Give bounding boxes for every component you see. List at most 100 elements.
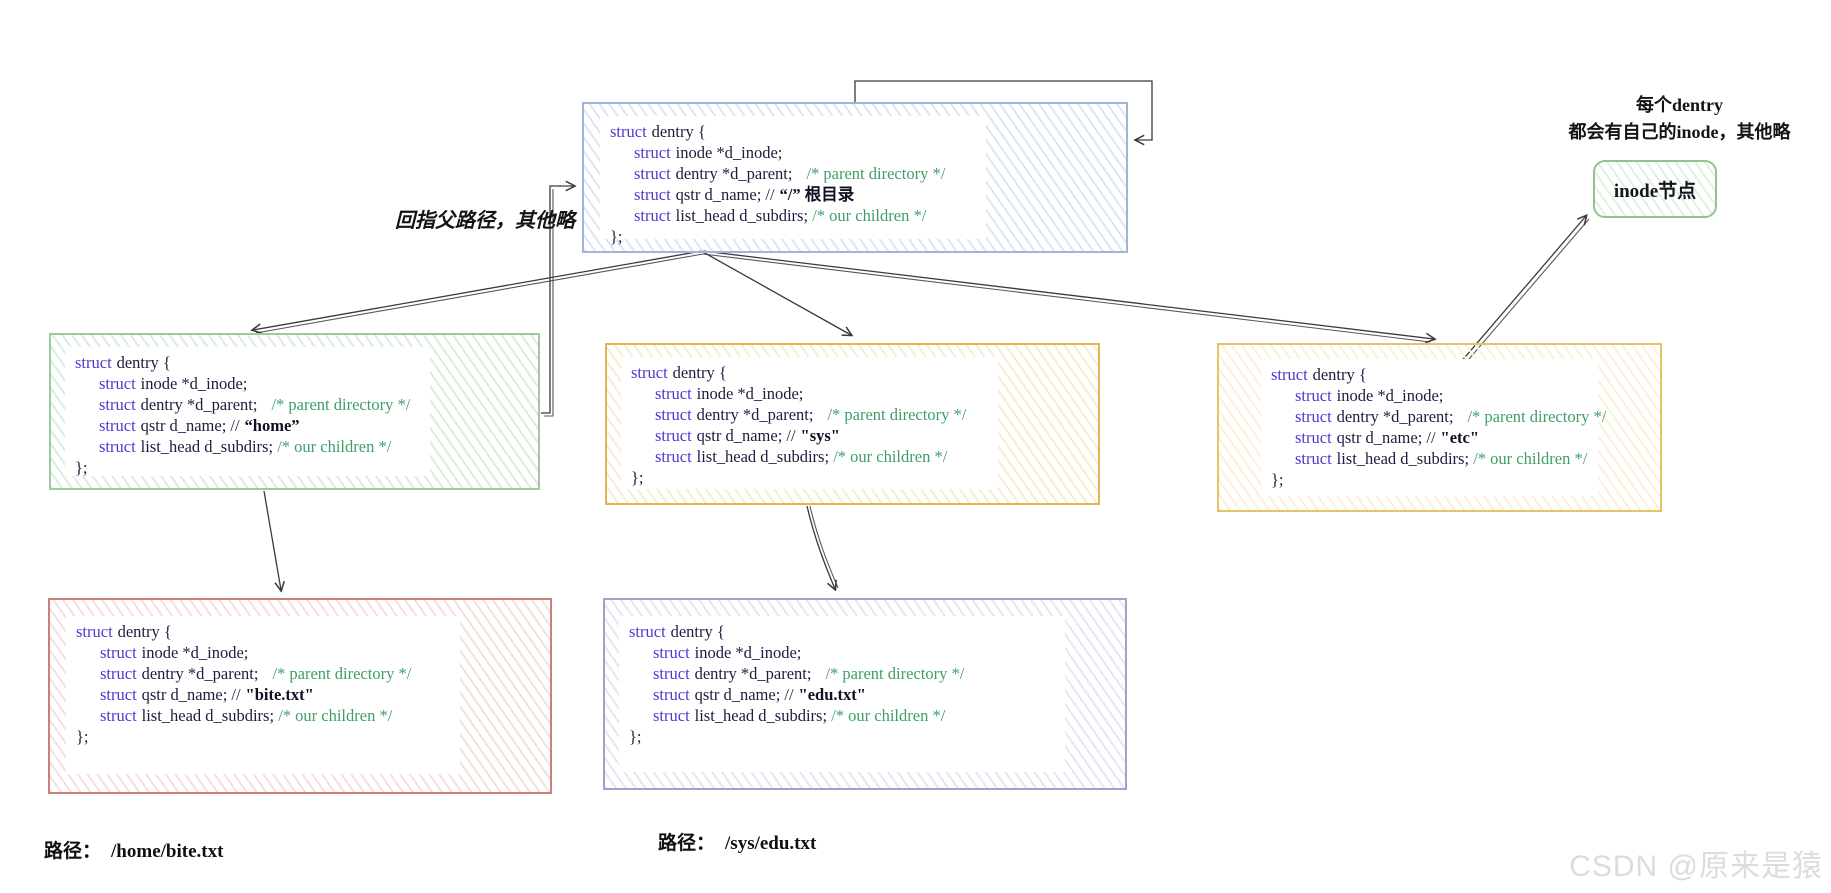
keyword: struct <box>1271 365 1308 384</box>
code-comment: /* parent directory */ <box>825 664 965 683</box>
inode-note-line1: 每个dentry <box>1528 92 1831 119</box>
keyword: struct <box>653 643 690 662</box>
code-text: dentry *d_parent; <box>140 395 258 414</box>
code-text: }; <box>610 227 623 246</box>
keyword: struct <box>610 122 647 141</box>
code-text: qstr d_name; // <box>696 426 796 445</box>
code-text: list_head d_subdirs; <box>140 437 274 456</box>
code-text: qstr d_name; // <box>694 685 794 704</box>
inode-note-en: dentry <box>1672 95 1723 115</box>
inode-note-cn: 每个 <box>1636 95 1672 116</box>
path-label-prefix: 路径： <box>658 832 716 854</box>
arrow-root-to-home <box>253 250 703 330</box>
code-comment: /* parent directory */ <box>272 664 412 683</box>
arrow-root-to-etc-sketch <box>702 253 1431 343</box>
code-text: qstr d_name; // <box>141 685 241 704</box>
keyword: struct <box>655 426 692 445</box>
code-text: dentry *d_parent; <box>696 405 814 424</box>
dentry-name: “home” <box>244 416 300 435</box>
keyword: struct <box>634 143 671 162</box>
keyword: struct <box>653 706 690 725</box>
inode-node-label-en: inode <box>1613 180 1659 202</box>
code-line: }; <box>610 226 976 247</box>
keyword: struct <box>1295 428 1332 447</box>
inode-note-cn: ，其他略 <box>1718 122 1791 143</box>
code-text: qstr d_name; // <box>140 416 240 435</box>
path-label-edu: 路径：/sys/edu.txt <box>658 828 816 855</box>
code-text: dentry *d_parent; <box>675 164 793 183</box>
inode-node-box: inode节点 <box>1593 160 1717 218</box>
inode-note: 每个dentry 都会有自己的inode，其他略 <box>1528 92 1831 146</box>
keyword: struct <box>100 643 137 662</box>
code-text: inode *d_inode; <box>141 643 249 662</box>
code-text: list_head d_subdirs; <box>675 206 809 225</box>
dentry-name: "etc" <box>1440 428 1479 447</box>
code-comment: /* parent directory */ <box>827 405 967 424</box>
code-text: list_head d_subdirs; <box>696 447 830 466</box>
keyword: struct <box>100 706 137 725</box>
code-comment: /* parent directory */ <box>806 164 946 183</box>
keyword: struct <box>75 353 112 372</box>
keyword: struct <box>634 206 671 225</box>
keyword: struct <box>100 685 137 704</box>
code-text: }; <box>629 727 642 746</box>
code-comment: /* parent directory */ <box>271 395 411 414</box>
code-comment: /* our children */ <box>1473 449 1588 468</box>
keyword: struct <box>655 405 692 424</box>
inode-note-line2: 都会有自己的inode，其他略 <box>1528 119 1831 146</box>
code-text: list_head d_subdirs; <box>1336 449 1470 468</box>
arrow-root-to-home-sketch <box>255 253 704 334</box>
keyword: struct <box>76 622 113 641</box>
keyword: struct <box>653 685 690 704</box>
keyword: struct <box>634 185 671 204</box>
code-text: qstr d_name; // <box>1336 428 1436 447</box>
inode-note-en: inode <box>1676 122 1719 142</box>
code-text: }; <box>76 727 89 746</box>
code-comment: /* our children */ <box>277 437 392 456</box>
code-line: }; <box>631 467 988 488</box>
code-text: inode *d_inode; <box>694 643 802 662</box>
code-comment: /* our children */ <box>278 706 393 725</box>
keyword: struct <box>634 164 671 183</box>
code-text: qstr d_name; // <box>675 185 775 204</box>
code-text: dentry { <box>651 122 706 141</box>
arrow-root-to-etc <box>702 250 1434 339</box>
keyword: struct <box>99 437 136 456</box>
code-text: inode *d_inode; <box>140 374 248 393</box>
code-text: }; <box>75 458 88 477</box>
dentry-name: "bite.txt" <box>245 685 314 704</box>
code-text: dentry { <box>116 353 171 372</box>
keyword: struct <box>1295 386 1332 405</box>
code-text: list_head d_subdirs; <box>694 706 828 725</box>
code-text: list_head d_subdirs; <box>141 706 275 725</box>
keyword: struct <box>99 395 136 414</box>
code-comment: /* parent directory */ <box>1467 407 1607 426</box>
keyword: struct <box>653 664 690 683</box>
inode-note-cn: 都会有自己的 <box>1568 122 1677 143</box>
code-line: }; <box>1271 469 1588 490</box>
